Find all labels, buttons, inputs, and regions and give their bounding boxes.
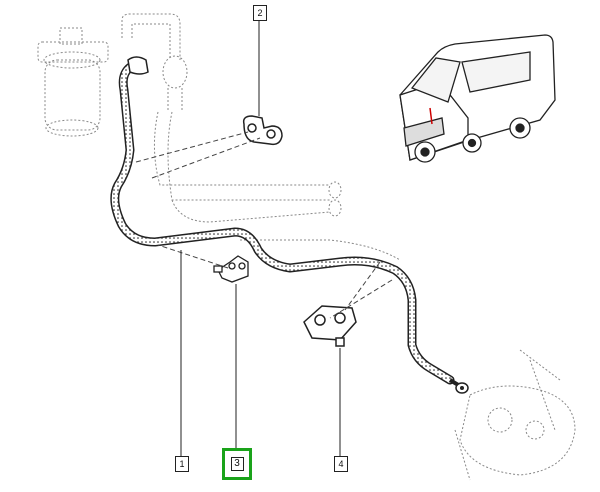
van-illustration	[399, 34, 556, 163]
fuel-pipe-part-1	[110, 56, 469, 394]
callout-4: 4	[334, 456, 348, 472]
clip-part-2	[242, 115, 283, 146]
leader-lines	[180, 18, 341, 456]
callout-2: 2	[253, 5, 267, 21]
callout-3-highlighted: 3	[222, 448, 252, 480]
ghost-return-hoses	[153, 111, 401, 261]
clip-part-4	[303, 305, 357, 347]
callout-3: 3	[230, 457, 244, 471]
callout-1: 1	[175, 456, 189, 472]
ghost-injection-pump	[454, 349, 576, 481]
clip-part-3	[213, 255, 249, 283]
ghost-upper-hose	[121, 13, 188, 110]
assembly-arrows	[135, 131, 393, 319]
ghost-fuel-filter	[37, 27, 109, 137]
